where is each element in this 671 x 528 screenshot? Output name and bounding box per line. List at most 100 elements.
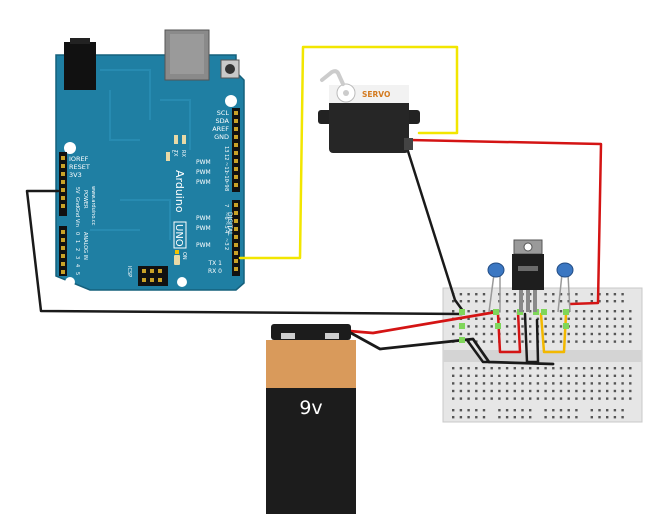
breadboard-hole (482, 293, 486, 296)
breadboard-hole (482, 382, 486, 385)
breadboard-hole (575, 310, 578, 313)
breadboard-hole (544, 389, 547, 393)
breadboard-hole (629, 382, 632, 385)
breadboard-hole (621, 317, 624, 320)
breadboard-hole (582, 389, 586, 393)
breadboard-hole (559, 325, 563, 328)
digital-header-top (232, 108, 240, 192)
breadboard-hole (552, 409, 555, 412)
breadboard-hole (590, 310, 593, 313)
breadboard-hole (590, 317, 593, 320)
jumper-yellow (539, 312, 568, 354)
breadboard-hole (452, 332, 455, 336)
breadboard-hole (529, 389, 532, 393)
breadboard-hole (536, 382, 540, 385)
digital-pin-2: 2 (223, 247, 229, 250)
breadboard-hole (544, 409, 547, 412)
breadboard-hole (529, 293, 532, 296)
breadboard-hole (475, 389, 478, 393)
breadboard-hole (590, 389, 593, 393)
breadboard-hole (452, 416, 455, 419)
breadboard-hole (459, 409, 463, 412)
breadboard-hole (590, 325, 593, 328)
breadboard-hole (505, 340, 509, 343)
breadboard-hole (598, 293, 601, 296)
breadboard-hole (613, 293, 617, 296)
breadboard-hole (621, 332, 624, 336)
breadboard-hole (482, 340, 486, 343)
breadboard-hole (621, 367, 624, 370)
breadboard-hole (521, 409, 524, 412)
breadboard-hole (629, 325, 632, 328)
breadboard-hole (467, 325, 470, 328)
wire-signal-yellow (238, 45, 459, 260)
breadboard-hole (513, 317, 516, 320)
analog-pin-4: 4 (74, 264, 80, 267)
breadboard-hole (582, 317, 586, 320)
digital-pin-3: ~3 (223, 238, 229, 246)
breadboard-hole (505, 367, 509, 370)
breadboard-hole (613, 409, 617, 412)
breadboard-hole (536, 317, 540, 320)
breadboard-hole (575, 340, 578, 343)
breadboard (442, 287, 643, 423)
breadboard-hole (552, 389, 555, 393)
breadboard-hole (513, 325, 516, 328)
breadboard-hole (552, 382, 555, 385)
pin-label-sda: SDA (216, 117, 230, 125)
jumper-red (496, 310, 522, 354)
breadboard-hole (613, 317, 617, 320)
breadboard-hole (629, 317, 632, 320)
breadboard-hole (544, 374, 547, 377)
breadboard-hole (490, 374, 493, 377)
breadboard-hole (598, 317, 601, 320)
breadboard-hole (521, 382, 524, 385)
breadboard-hole (575, 389, 578, 393)
breadboard-hole (575, 325, 578, 328)
breadboard-hole (475, 317, 478, 320)
breadboard-hole (552, 293, 555, 296)
icsp-header (138, 266, 168, 286)
breadboard-hole (452, 382, 455, 385)
breadboard-hole (567, 374, 570, 377)
breadboard-hole (575, 317, 578, 320)
rx-led-label: RX (180, 150, 186, 157)
digital-pin-5: ~5 (223, 221, 229, 229)
analog-in-label: ANALOG IN (82, 232, 88, 260)
breadboard-hole (552, 325, 555, 328)
breadboard-hole (529, 409, 532, 412)
breadboard-hole (498, 367, 501, 370)
analog-pin-3: 3 (74, 256, 80, 259)
breadboard-hole (513, 397, 516, 400)
breadboard-hole (529, 325, 532, 328)
analog-pin-2: 2 (74, 248, 80, 251)
breadboard-hole (567, 340, 570, 343)
breadboard-hole (598, 374, 601, 377)
breadboard-hole (606, 340, 609, 343)
breadboard-hole (621, 300, 624, 303)
digital-pin-12: 12 (223, 154, 229, 161)
analog-pin-5: 5 (74, 272, 80, 275)
analog-header (59, 226, 67, 276)
servo-motor: SERVO (318, 69, 420, 153)
breadboard-hole (629, 340, 632, 343)
breadboard-hole (544, 367, 547, 370)
breadboard-hole (590, 340, 593, 343)
pin-label-3v3: 3V3 (69, 171, 82, 179)
pwm-label-1: PWM (196, 159, 211, 166)
breadboard-hole (567, 332, 570, 336)
breadboard-hole (606, 310, 609, 313)
breadboard-hole (621, 293, 624, 296)
breadboard-hole (598, 382, 601, 385)
breadboard-hole (459, 367, 463, 370)
breadboard-hole (590, 416, 593, 419)
breadboard-hole (598, 389, 601, 393)
arduino-model-text: UNO (173, 224, 184, 247)
breadboard-hole (552, 374, 555, 377)
power-label: POWER (82, 190, 88, 209)
breadboard-hole (467, 409, 470, 412)
breadboard-hole (482, 374, 486, 377)
breadboard-hole (482, 300, 486, 303)
breadboard-hole (498, 389, 501, 393)
breadboard-hole (505, 416, 509, 419)
